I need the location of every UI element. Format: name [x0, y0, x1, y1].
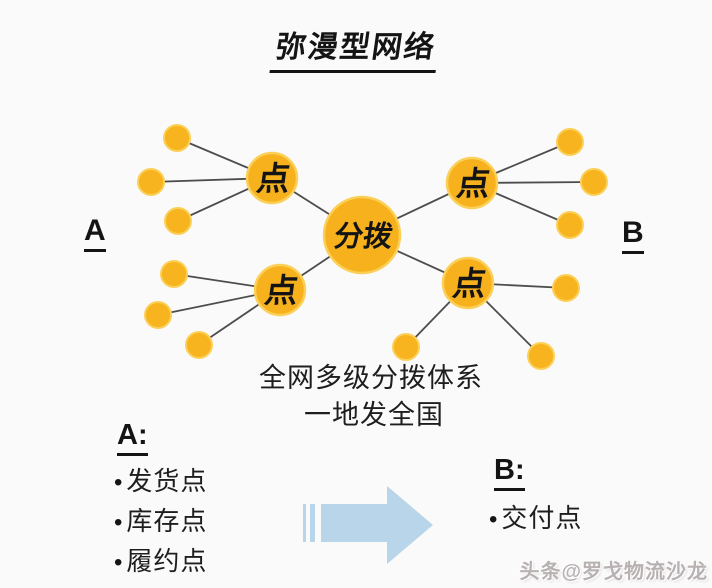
bullet-icon: • — [114, 549, 124, 576]
spoke-dot — [552, 274, 580, 302]
legend-a-item: •发货点 — [114, 461, 207, 498]
spoke-dot — [185, 331, 213, 359]
hub-node-circle — [245, 151, 299, 205]
hub-node-top-right: 点 — [445, 156, 499, 210]
caption-line-1: 全网多级分拨体系 — [259, 363, 483, 393]
spoke-dot — [144, 301, 172, 329]
hub-node-label: 点 — [254, 161, 292, 198]
spoke-dot — [527, 342, 555, 370]
label-a: A — [84, 214, 106, 252]
hub-node-bottom-right: 点 — [441, 256, 495, 310]
spoke-dot — [137, 168, 165, 196]
bullet-icon: • — [114, 509, 124, 536]
bullet-icon: • — [114, 469, 124, 496]
legend-a-heading: A: — [117, 419, 148, 456]
caption-line-2: 一地发全国 — [304, 400, 444, 430]
label-b: B — [622, 216, 644, 254]
hub-node-circle — [441, 256, 495, 310]
page-title: 弥漫型网络 — [269, 22, 443, 73]
hub-node-label: 点 — [454, 166, 492, 203]
hub-node-circle — [445, 156, 499, 210]
arrow-body — [321, 504, 387, 542]
spoke-dot — [164, 207, 192, 235]
legend-a-item-label: 履约点 — [126, 546, 208, 576]
spoke-dot — [392, 333, 420, 361]
spoke-dot — [580, 168, 608, 196]
center-node: 分拨 — [322, 195, 402, 275]
hub-node-top-left: 点 — [245, 151, 299, 205]
hub-node-circle — [253, 263, 307, 317]
legend-a-item-label: 发货点 — [126, 466, 208, 496]
center-node-circle — [322, 195, 402, 275]
spoke-dot — [556, 211, 584, 239]
center-node-label: 分拨 — [332, 220, 395, 253]
legend-b-item: •交付点 — [489, 498, 582, 535]
spoke-dot — [163, 124, 191, 152]
spoke-dot — [160, 260, 188, 288]
right-arrow-icon — [303, 486, 433, 564]
legend-a-item: •库存点 — [114, 501, 207, 538]
hub-node-bottom-left: 点 — [253, 263, 307, 317]
arrow-tail-stripe — [310, 504, 315, 542]
legend-a-item-label: 库存点 — [126, 506, 208, 536]
legend-a-item: •履约点 — [114, 541, 207, 578]
spoke-dot — [556, 128, 584, 156]
hub-node-label: 点 — [450, 266, 488, 303]
legend-b-item-label: 交付点 — [501, 503, 583, 533]
spoke-dots — [137, 124, 608, 370]
watermark: 头条@罗戈物流沙龙 — [519, 561, 708, 583]
hub-node-label: 点 — [262, 273, 300, 310]
legend-b-heading: B: — [494, 454, 525, 491]
arrow-head — [387, 486, 433, 564]
bullet-icon: • — [489, 506, 499, 533]
arrow-tail-stripe — [303, 504, 306, 542]
